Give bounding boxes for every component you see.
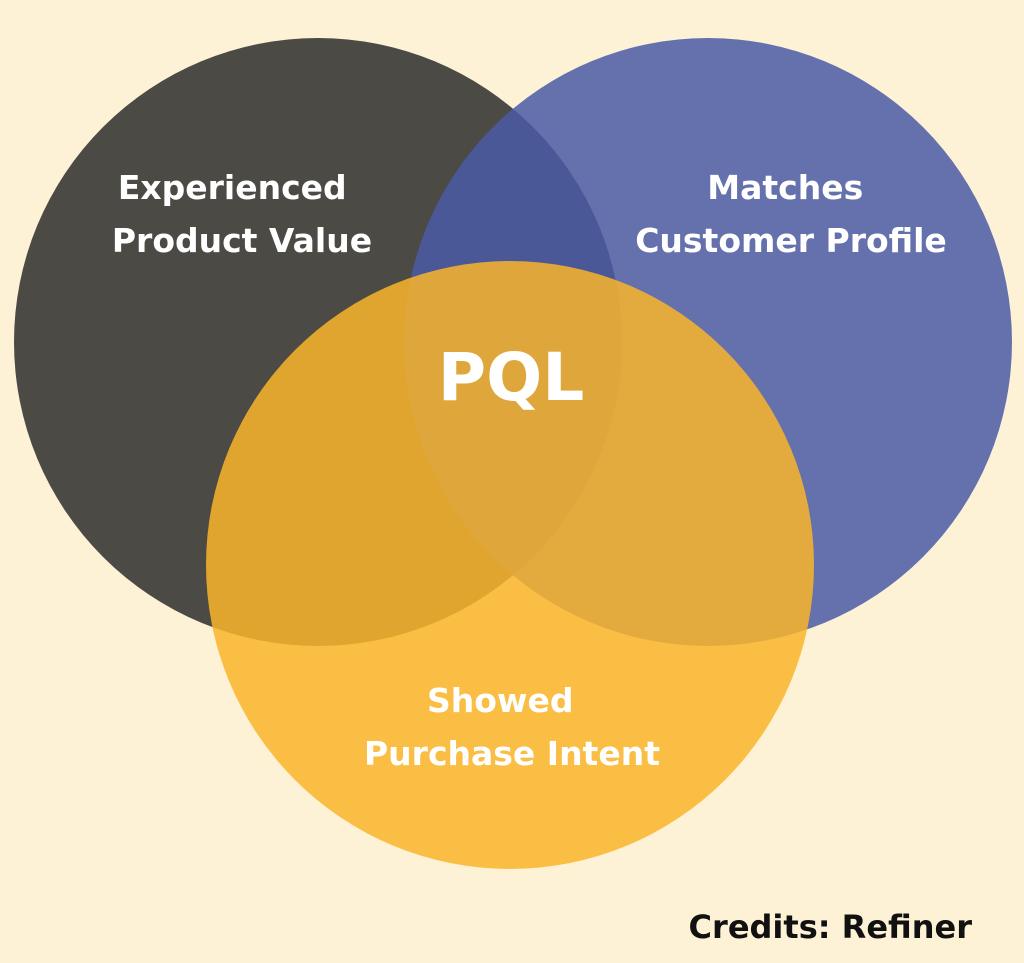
- label-showed-purchase-intent: Showed Purchase Intent: [364, 681, 660, 773]
- label-experienced-product-value: Experienced Product Value: [112, 168, 372, 260]
- credits-text: Credits: Refiner: [688, 908, 972, 946]
- circle-showed-purchase-intent: [206, 261, 814, 869]
- label-left-line-2: Product Value: [112, 221, 372, 260]
- label-bottom-line-2: Purchase Intent: [364, 734, 660, 773]
- label-left-line-1: Experienced: [118, 168, 347, 207]
- label-right-line-1: Matches: [707, 168, 863, 207]
- label-pql-intersection: PQL: [438, 339, 585, 416]
- label-matches-customer-profile: Matches Customer Profile: [635, 168, 947, 260]
- label-bottom-line-1: Showed: [427, 681, 573, 720]
- label-right-line-2: Customer Profile: [635, 221, 947, 260]
